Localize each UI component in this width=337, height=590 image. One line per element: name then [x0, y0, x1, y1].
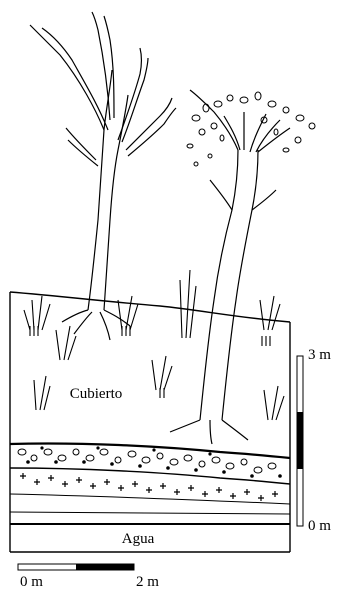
left-tree — [30, 12, 176, 340]
horizontal-scale-black-segment — [76, 564, 134, 570]
right-tree — [170, 90, 290, 444]
horizontal-scale-left-label: 0 m — [20, 574, 43, 590]
horizontal-scale-bar — [18, 564, 134, 570]
horizontal-scale-right-label: 2 m — [136, 574, 159, 590]
lower-strata — [10, 494, 290, 524]
tree-foliage — [187, 92, 315, 166]
grass-tufts — [24, 270, 284, 420]
cross-layer — [20, 473, 278, 501]
cover-label: Cubierto — [70, 386, 123, 402]
vertical-scale-bar — [297, 356, 303, 526]
water-label: Agua — [122, 531, 155, 547]
vertical-scale-black-segment — [297, 412, 303, 469]
vertical-scale-bottom-label: 0 m — [308, 518, 331, 534]
vertical-scale-top-label: 3 m — [308, 347, 331, 363]
